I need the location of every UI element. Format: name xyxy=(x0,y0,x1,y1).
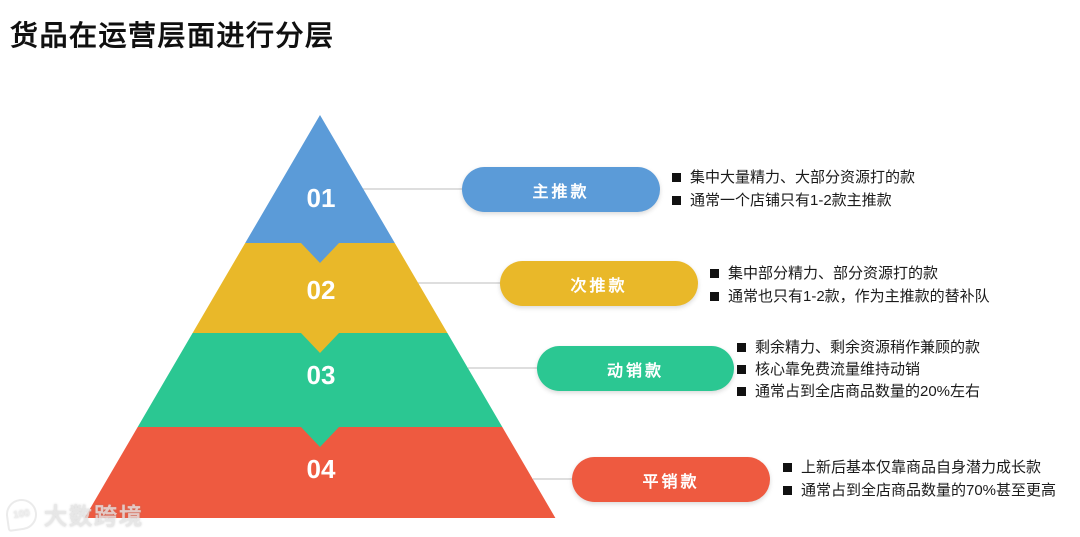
tier3-number: 03 xyxy=(307,360,336,390)
bullet-text: 剩余精力、剩余资源稍作兼顾的款 xyxy=(755,339,981,356)
tier1-number: 01 xyxy=(307,183,336,213)
bullet-item: 核心靠免费流量维持动销 xyxy=(737,359,980,381)
bullet-square-icon xyxy=(783,486,792,495)
bullet-text: 通常一个店铺只有1-2款主推款 xyxy=(690,192,892,209)
brand-100-icon: 100 xyxy=(3,496,40,532)
bullet-square-icon xyxy=(672,173,681,182)
watermark-text: 大数跨境 xyxy=(44,503,144,529)
bullet-item: 通常也只有1-2款，作为主推款的替补队 xyxy=(710,286,990,309)
bullet-square-icon xyxy=(672,196,681,205)
bullet-text: 通常占到全店商品数量的70%甚至更高 xyxy=(801,482,1057,499)
pill-tier2-label: 次推款 xyxy=(500,261,698,306)
tier3-bullet-list: 剩余精力、剩余资源稍作兼顾的款 核心靠免费流量维持动销 通常占到全店商品数量的2… xyxy=(737,337,980,403)
pill-tier3-text: 动销款 xyxy=(606,362,664,380)
bullet-item: 上新后基本仅靠商品自身潜力成长款 xyxy=(783,457,1056,480)
bullet-square-icon xyxy=(783,463,792,472)
page-title: 货品在运营层面进行分层 xyxy=(10,20,335,51)
tier4-number: 04 xyxy=(307,454,336,484)
tier2-number: 02 xyxy=(307,275,336,305)
pill-tier4-text: 平销款 xyxy=(642,473,700,491)
bullet-square-icon xyxy=(737,365,746,374)
pill-tier2-text: 次推款 xyxy=(570,277,628,295)
tier2-bullet-list: 集中部分精力、部分资源打的款 通常也只有1-2款，作为主推款的替补队 xyxy=(710,263,990,309)
pill-tier1-text: 主推款 xyxy=(532,183,590,201)
bullet-text: 集中大量精力、大部分资源打的款 xyxy=(690,169,916,186)
connector-lines xyxy=(362,188,574,480)
pyramid-tier1-shape xyxy=(245,115,395,263)
bullet-text: 通常也只有1-2款，作为主推款的替补队 xyxy=(728,288,990,305)
pill-tier4-label: 平销款 xyxy=(572,457,770,502)
bullet-text: 集中部分精力、部分资源打的款 xyxy=(728,265,939,282)
bullet-text: 通常占到全店商品数量的20%左右 xyxy=(755,383,981,400)
bullet-item: 通常占到全店商品数量的20%左右 xyxy=(737,381,980,403)
pill-tier3-label: 动销款 xyxy=(537,346,734,391)
tier1-bullet-list: 集中大量精力、大部分资源打的款 通常一个店铺只有1-2款主推款 xyxy=(672,167,915,213)
bullet-item: 集中部分精力、部分资源打的款 xyxy=(710,263,990,286)
bullet-item: 通常一个店铺只有1-2款主推款 xyxy=(672,190,915,213)
bullet-item: 集中大量精力、大部分资源打的款 xyxy=(672,167,915,190)
bullet-square-icon xyxy=(737,343,746,352)
bullet-text: 上新后基本仅靠商品自身潜力成长款 xyxy=(801,459,1042,476)
pill-tier1-label: 主推款 xyxy=(462,167,660,212)
watermark-logo: 100 大数跨境 xyxy=(3,496,144,532)
bullet-square-icon xyxy=(737,387,746,396)
bullet-text: 核心靠免费流量维持动销 xyxy=(755,361,921,378)
pyramid-tier2-shape xyxy=(192,243,448,353)
bullet-square-icon xyxy=(710,269,719,278)
pyramid-tier4-shape xyxy=(84,427,556,518)
pyramid-tier3-shape xyxy=(137,333,503,447)
tier4-bullet-list: 上新后基本仅靠商品自身潜力成长款 通常占到全店商品数量的70%甚至更高 xyxy=(783,457,1056,503)
bullet-item: 通常占到全店商品数量的70%甚至更高 xyxy=(783,480,1056,503)
bullet-item: 剩余精力、剩余资源稍作兼顾的款 xyxy=(737,337,980,359)
bullet-square-icon xyxy=(710,292,719,301)
